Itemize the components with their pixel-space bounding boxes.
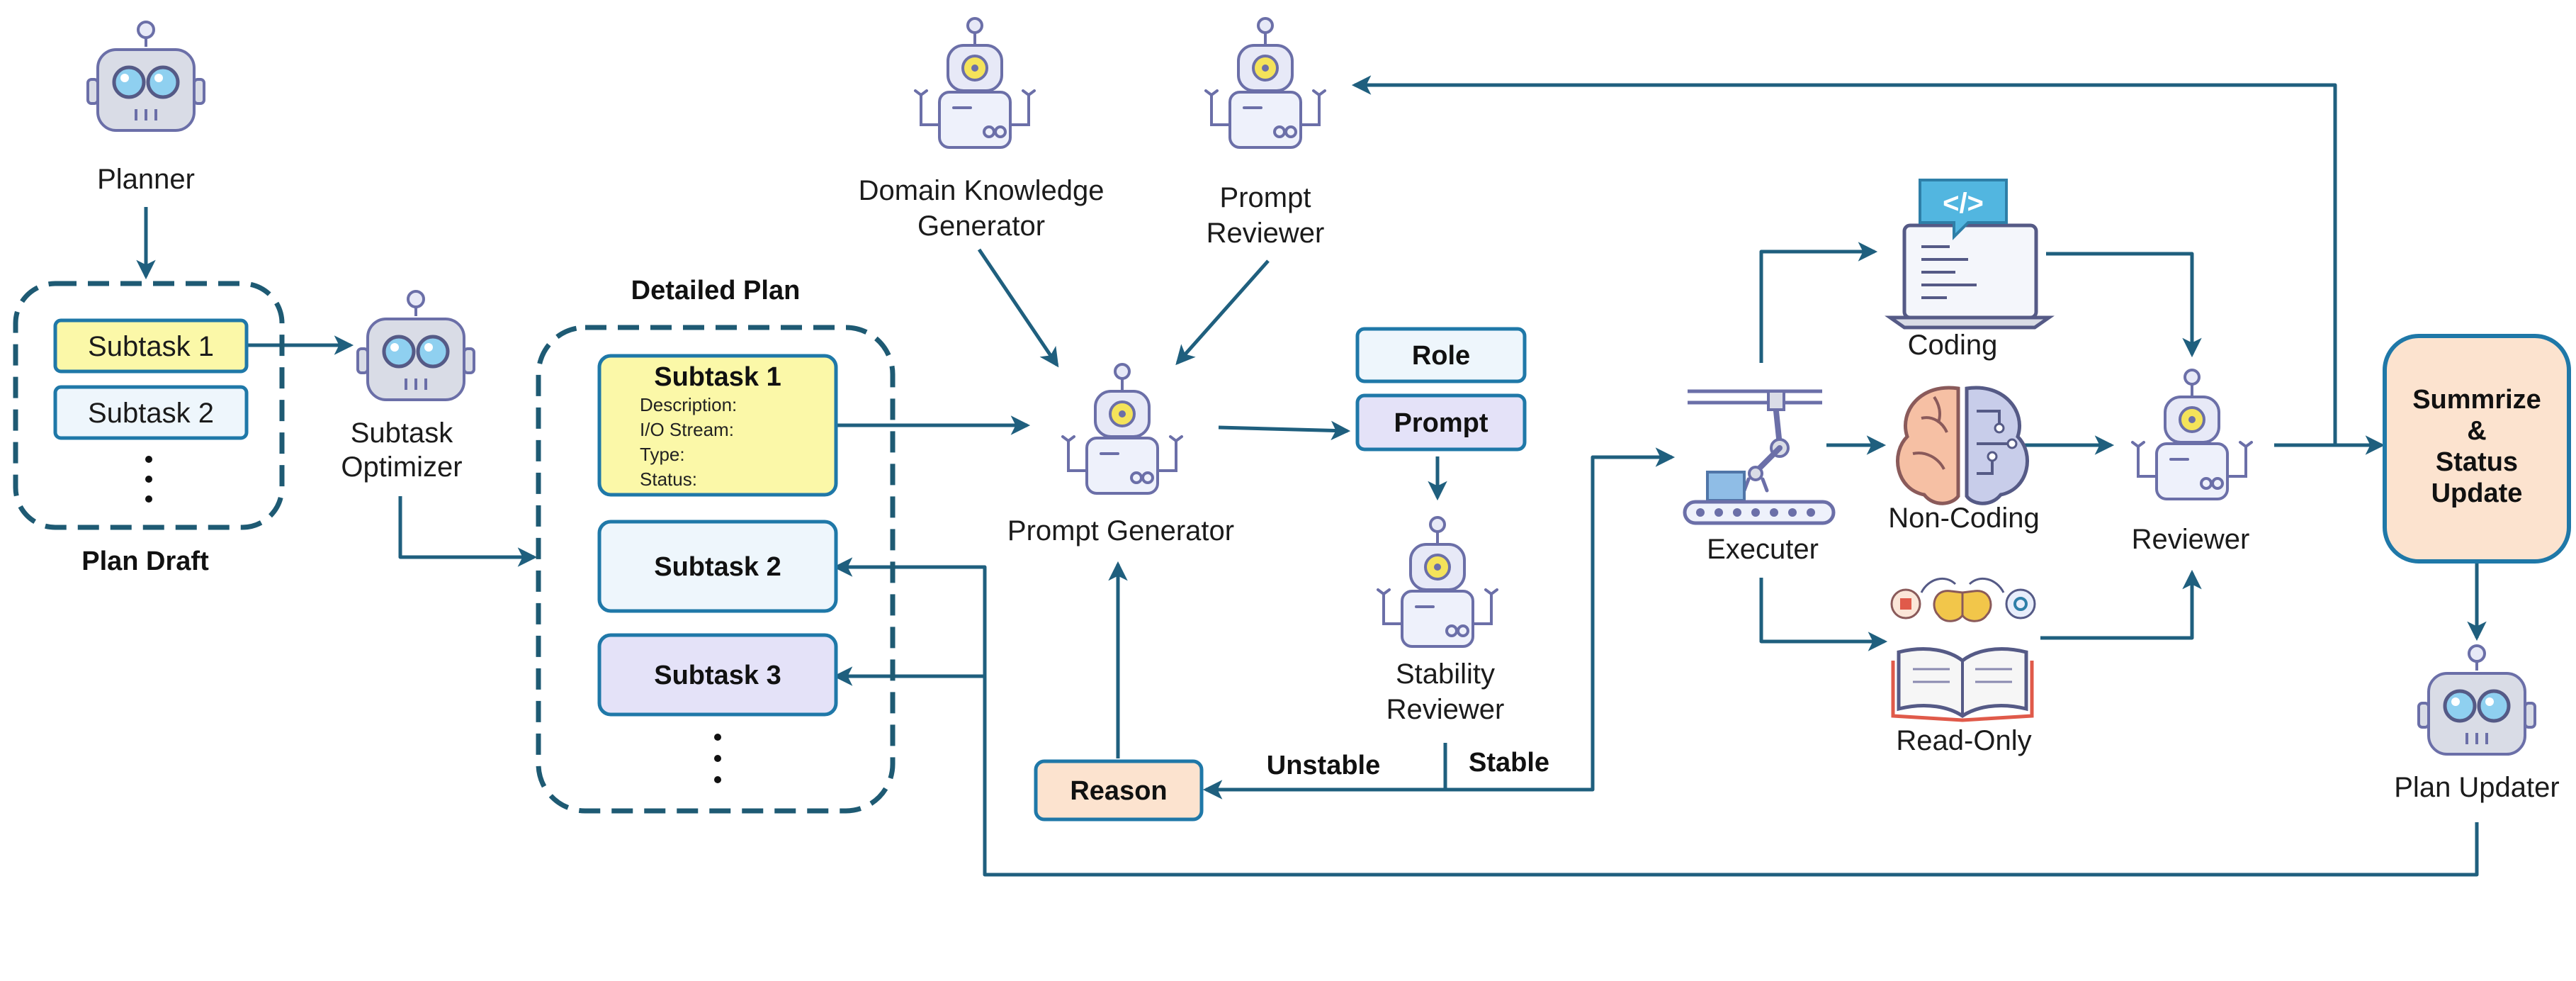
role-box	[1355, 327, 1527, 383]
robot-prompt-generator-icon	[1061, 363, 1183, 495]
reviewer-label: Reviewer	[2132, 524, 2250, 555]
subtask-optimizer-label-line2: Optimizer	[341, 452, 462, 483]
summary-line-4: Update	[2431, 478, 2523, 508]
ellipsis-dot	[145, 456, 152, 463]
open-book-icon	[1890, 577, 2036, 722]
planner-agent: Planner	[88, 22, 204, 195]
coding-label: Coding	[1908, 330, 1998, 361]
detailed-subtask-2-box	[597, 520, 838, 613]
summary-status-box	[2383, 334, 2571, 564]
unstable-label: Unstable	[1267, 751, 1380, 780]
robot-optimizer-icon	[358, 291, 474, 400]
subtask-optimizer-agent: Subtask Optimizer	[341, 291, 474, 483]
ellipsis-dot	[145, 495, 152, 503]
ellipsis-dot	[145, 476, 152, 483]
executer-label: Executer	[1707, 534, 1819, 565]
stability-reviewer-agent: Stability Reviewer	[1377, 516, 1505, 725]
summary-line-2: &	[2467, 416, 2486, 446]
executer-agent: Executer	[1683, 389, 1836, 565]
detailed-subtask-3-box	[597, 633, 838, 717]
ellipsis-dot	[714, 776, 721, 783]
robot-prompt-reviewer-icon	[1204, 17, 1326, 149]
reason-group: Reason	[1034, 759, 1204, 822]
summary-status-group: Summrize & Status Update	[2383, 334, 2571, 564]
svg-text:</>: </>	[1943, 188, 1984, 219]
plan-draft-group: Subtask 1 Subtask 2 Plan Draft	[13, 281, 285, 576]
detailed-subtask-1-io-stream: I/O Stream:	[640, 419, 734, 440]
ellipsis-dot	[714, 734, 721, 741]
role-label: Role	[1412, 341, 1470, 371]
prompt-reviewer-agent: Prompt Reviewer	[1204, 17, 1326, 249]
reason-box	[1034, 759, 1204, 822]
summary-line-1: Summrize	[2412, 385, 2541, 415]
planner-label: Planner	[97, 164, 195, 195]
plan-draft-subtask-2-box	[53, 385, 249, 440]
robot-plan-updater-icon	[2419, 646, 2535, 754]
robot-stability-reviewer-icon	[1377, 516, 1498, 648]
detailed-subtask-1-description: Description:	[640, 394, 737, 415]
non-coding-task: Non-Coding	[1888, 386, 2040, 534]
plan-updater-agent: Plan Updater	[2394, 646, 2560, 803]
stable-label: Stable	[1469, 748, 1549, 778]
domain-knowledge-generator-label-line2: Generator	[917, 211, 1045, 242]
reviewer-agent: Reviewer	[2131, 369, 2253, 555]
flow-arrows	[136, 75, 2487, 877]
subtask-optimizer-label-line1: Subtask	[351, 417, 454, 449]
detailed-plan-group: Detailed Plan Subtask 1 Description: I/O…	[536, 276, 896, 814]
prompt-reviewer-label-line1: Prompt	[1220, 182, 1311, 213]
role-prompt-group: Role Prompt	[1355, 327, 1527, 452]
non-coding-label: Non-Coding	[1888, 503, 2039, 534]
summary-line-3: Status	[2436, 447, 2518, 477]
prompt-generator-agent: Prompt Generator	[1007, 363, 1234, 546]
plan-draft-subtask-1-label: Subtask 1	[88, 331, 214, 362]
brain-circuit-icon	[1896, 386, 2029, 505]
prompt-label: Prompt	[1394, 408, 1488, 438]
robot-planner-icon	[88, 22, 204, 130]
detailed-subtask-1-box	[597, 354, 838, 497]
detailed-subtask-3-label: Subtask 3	[654, 661, 781, 690]
plan-draft-subtask-2-label: Subtask 2	[88, 398, 214, 429]
plan-draft-subtask-1-box	[53, 318, 249, 374]
read-only-label: Read-Only	[1896, 725, 2031, 756]
detailed-plan-border	[536, 325, 896, 814]
stability-reviewer-label-line2: Reviewer	[1386, 694, 1505, 725]
laptop-code-icon: </>	[1885, 179, 2055, 330]
robotic-arm-conveyor-icon	[1683, 389, 1836, 525]
prompt-generator-label: Prompt Generator	[1007, 515, 1234, 546]
prompt-reviewer-label-line2: Reviewer	[1207, 218, 1325, 249]
domain-knowledge-generator-label-line1: Domain Knowledge	[859, 175, 1105, 206]
coding-task: </> Coding	[1885, 179, 2055, 361]
reason-label: Reason	[1070, 776, 1167, 806]
plan-draft-border	[13, 281, 285, 530]
prompt-box	[1355, 393, 1527, 452]
robot-reviewer-icon	[2131, 369, 2253, 500]
detailed-plan-title: Detailed Plan	[631, 276, 801, 305]
domain-knowledge-generator-agent: Domain Knowledge Generator	[859, 17, 1105, 242]
detailed-subtask-2-label: Subtask 2	[654, 552, 781, 582]
plan-updater-label: Plan Updater	[2394, 772, 2559, 803]
plan-draft-title: Plan Draft	[81, 546, 209, 576]
detailed-subtask-1-title: Subtask 1	[654, 362, 781, 392]
read-only-task: Read-Only	[1890, 577, 2036, 756]
detailed-subtask-1-status: Status:	[640, 469, 697, 490]
ellipsis-dot	[714, 755, 721, 762]
detailed-subtask-1-type: Type:	[640, 444, 685, 465]
robot-domain-knowledge-icon	[914, 17, 1036, 149]
stability-reviewer-label-line1: Stability	[1396, 658, 1495, 690]
